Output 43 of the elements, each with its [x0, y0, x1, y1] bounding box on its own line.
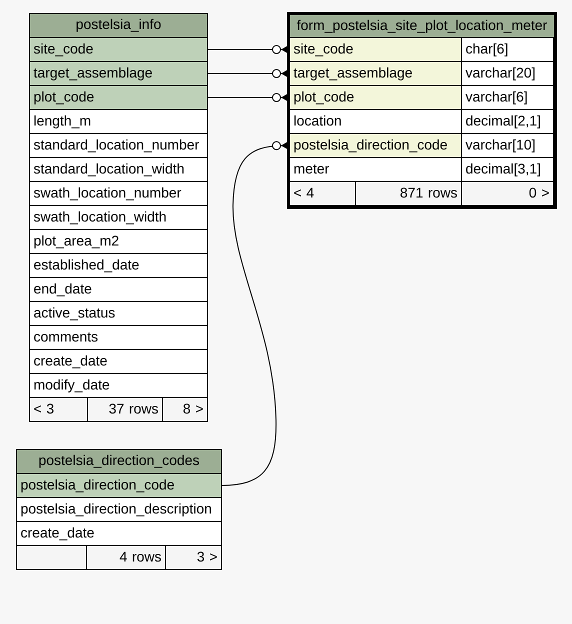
footer-cell: 4 rows [86, 545, 166, 570]
column-name-cell: postelsia_direction_code [289, 133, 462, 158]
column-name-cell: plot_area_m2 [29, 229, 208, 254]
column-name-cell: site_code [289, 37, 462, 62]
column-name-cell: swath_location_number [29, 181, 208, 206]
footer-cell: < 4 [289, 181, 356, 206]
data-type-cell: varchar[20] [461, 61, 554, 86]
relationship-line [222, 140, 290, 486]
column-name-cell: standard_location_width [29, 157, 208, 182]
data-type-cell: varchar[10] [461, 133, 554, 158]
database-table: postelsia_info site_code target_assemblage plot_code length_m standard_location_number standard_location_width swath_location_number swath_location_width plot_area_m2 established_date end_date active_status comments create_date modify_date < 3 37 rows 8 > [29, 13, 208, 422]
column-name-cell: meter [289, 157, 462, 182]
column-name-cell: plot_code [289, 85, 462, 110]
column-name-cell: active_status [29, 301, 208, 326]
footer-cell: 3 > [165, 545, 222, 570]
column-name-cell: location [289, 109, 462, 134]
footer-cell [16, 545, 87, 570]
column-name-cell: end_date [29, 277, 208, 302]
data-type-cell: decimal[3,1] [461, 157, 554, 182]
column-name-cell: established_date [29, 253, 208, 278]
footer-cell: < 3 [29, 397, 88, 422]
database-table: form_postelsia_site_plot_location_meter site_code char[6] target_assemblage varchar[20] plot_code varchar[6] location decimal[2,1] postelsia_direction_code varchar[10] meter decimal[3,1] < 4 871 rows 0 > [287, 12, 557, 209]
column-name-cell: site_code [29, 37, 208, 62]
column-name-cell: modify_date [29, 373, 208, 398]
column-name-cell: target_assemblage [29, 61, 208, 86]
column-name-cell: length_m [29, 109, 208, 134]
column-name-cell: create_date [16, 521, 222, 546]
column-name-cell: swath_location_width [29, 205, 208, 230]
footer-cell: 0 > [461, 181, 554, 206]
column-name-cell: target_assemblage [289, 61, 462, 86]
column-name-cell: postelsia_direction_description [16, 497, 222, 522]
column-name-cell: create_date [29, 349, 208, 374]
data-type-cell: varchar[6] [461, 85, 554, 110]
column-name-cell: standard_location_number [29, 133, 208, 158]
footer-cell: 871 rows [355, 181, 462, 206]
column-name-cell: postelsia_direction_code [16, 473, 222, 498]
column-name-cell: plot_code [29, 85, 208, 110]
data-type-cell: decimal[2,1] [461, 109, 554, 134]
data-type-cell: char[6] [461, 37, 554, 62]
footer-cell: 37 rows [87, 397, 163, 422]
footer-cell: 8 > [162, 397, 208, 422]
column-name-cell: comments [29, 325, 208, 350]
database-table: postelsia_direction_codes postelsia_direction_code postelsia_direction_description create_date 4 rows 3 > [16, 449, 222, 570]
